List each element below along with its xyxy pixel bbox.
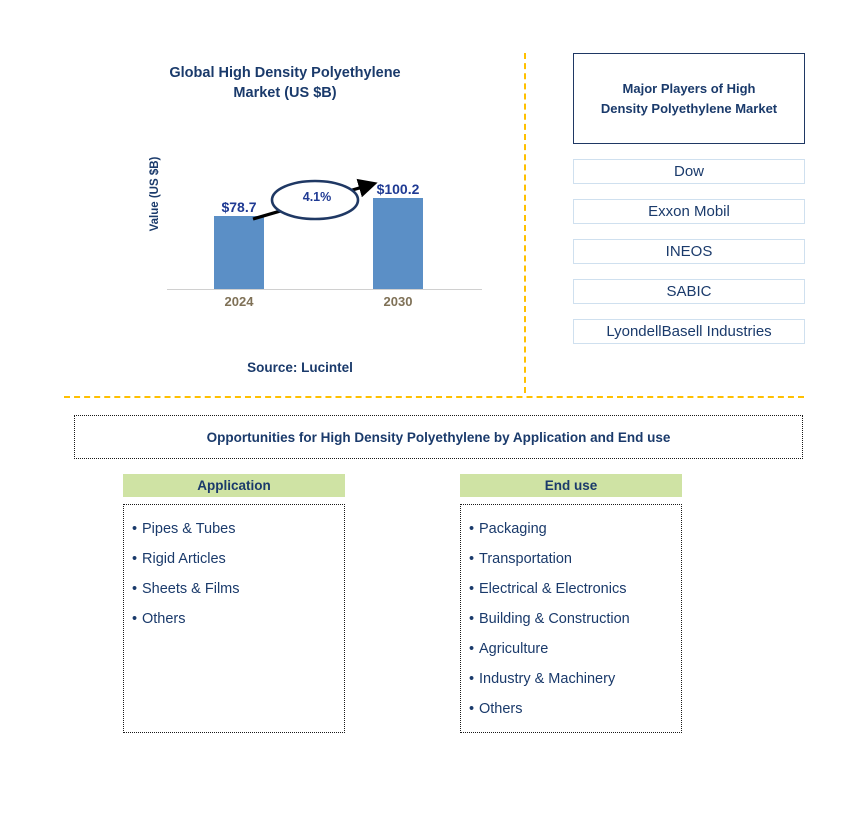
end-use-list: •Packaging •Transportation •Electrical &… (460, 504, 682, 733)
end-use-column: End use •Packaging •Transportation •Elec… (460, 474, 682, 733)
opportunities-banner: Opportunities for High Density Polyethyl… (74, 415, 803, 459)
player-item-lyondellbasell[interactable]: LyondellBasell Industries (573, 319, 805, 344)
player-item-exxon-mobil[interactable]: Exxon Mobil (573, 199, 805, 224)
bullet-icon: • (469, 701, 475, 717)
bullet-icon: • (469, 521, 475, 537)
list-item-label: Building & Construction (479, 611, 630, 627)
list-item-label: Packaging (479, 521, 547, 537)
application-column: Application •Pipes & Tubes •Rigid Articl… (123, 474, 345, 733)
list-item-label: Sheets & Films (142, 581, 240, 597)
bullet-icon: • (132, 551, 138, 567)
player-item-dow[interactable]: Dow (573, 159, 805, 184)
major-players-header-line1: Major Players of High (622, 80, 756, 96)
bullet-icon: • (132, 611, 138, 627)
bullet-icon: • (469, 581, 475, 597)
list-item: •Electrical & Electronics (469, 574, 681, 604)
application-list: •Pipes & Tubes •Rigid Articles •Sheets &… (123, 504, 345, 733)
horizontal-divider (64, 396, 804, 398)
x-tick-label-2030: 2030 (383, 294, 413, 309)
list-item-label: Electrical & Electronics (479, 581, 627, 597)
cagr-arrow-icon (252, 178, 378, 221)
bar-value-2030: $100.2 (376, 181, 420, 197)
y-axis-label: Value (US $B) (149, 156, 161, 232)
x-axis-line (167, 289, 482, 290)
chart-title-line1: Global High Density Polyethylene (169, 65, 401, 81)
list-item-label: Transportation (479, 551, 572, 567)
list-item: •Building & Construction (469, 604, 681, 634)
player-item-ineos[interactable]: INEOS (573, 239, 805, 264)
bullet-icon: • (132, 581, 138, 597)
list-item: •Agriculture (469, 634, 681, 664)
list-item: •Others (132, 604, 344, 634)
major-players-header: Major Players of High Density Polyethyle… (573, 53, 805, 144)
list-item: •Others (469, 694, 681, 724)
list-item-label: Pipes & Tubes (142, 521, 236, 537)
list-item: •Pipes & Tubes (132, 514, 344, 544)
bullet-icon: • (132, 521, 138, 537)
cagr-label: 4.1% (302, 190, 332, 204)
bar-value-2024: $78.7 (221, 199, 257, 215)
market-chart-panel: Global High Density Polyethylene Market … (60, 50, 510, 395)
list-item-label: Rigid Articles (142, 551, 226, 567)
list-item-label: Industry & Machinery (479, 671, 616, 687)
application-column-header: Application (123, 474, 345, 497)
major-players-header-line2: Density Polyethylene Market (600, 100, 778, 116)
list-item: •Rigid Articles (132, 544, 344, 574)
chart-plot-area: Value (US $B) $78.7 $100.2 2024 2030 4.1… (149, 157, 505, 309)
list-item-label: Others (142, 611, 186, 627)
list-item: •Packaging (469, 514, 681, 544)
list-item-label: Agriculture (479, 641, 549, 657)
x-tick-label-2024: 2024 (224, 294, 254, 309)
list-item: •Sheets & Films (132, 574, 344, 604)
bullet-icon: • (469, 611, 475, 627)
list-item: •Industry & Machinery (469, 664, 681, 694)
bar-2030 (373, 198, 423, 289)
source-label: Source: Lucintel (247, 360, 353, 375)
list-item-label: Others (479, 701, 523, 717)
end-use-column-header: End use (460, 474, 682, 497)
bar-2024 (214, 216, 264, 289)
bullet-icon: • (469, 641, 475, 657)
bullet-icon: • (469, 671, 475, 687)
player-item-sabic[interactable]: SABIC (573, 279, 805, 304)
list-item: •Transportation (469, 544, 681, 574)
vertical-divider (524, 53, 526, 393)
chart-title-line2: Market (US $B) (233, 85, 337, 101)
chart-title: Global High Density Polyethylene Market … (60, 63, 510, 103)
major-players-panel: Major Players of High Density Polyethyle… (573, 53, 805, 344)
bullet-icon: • (469, 551, 475, 567)
